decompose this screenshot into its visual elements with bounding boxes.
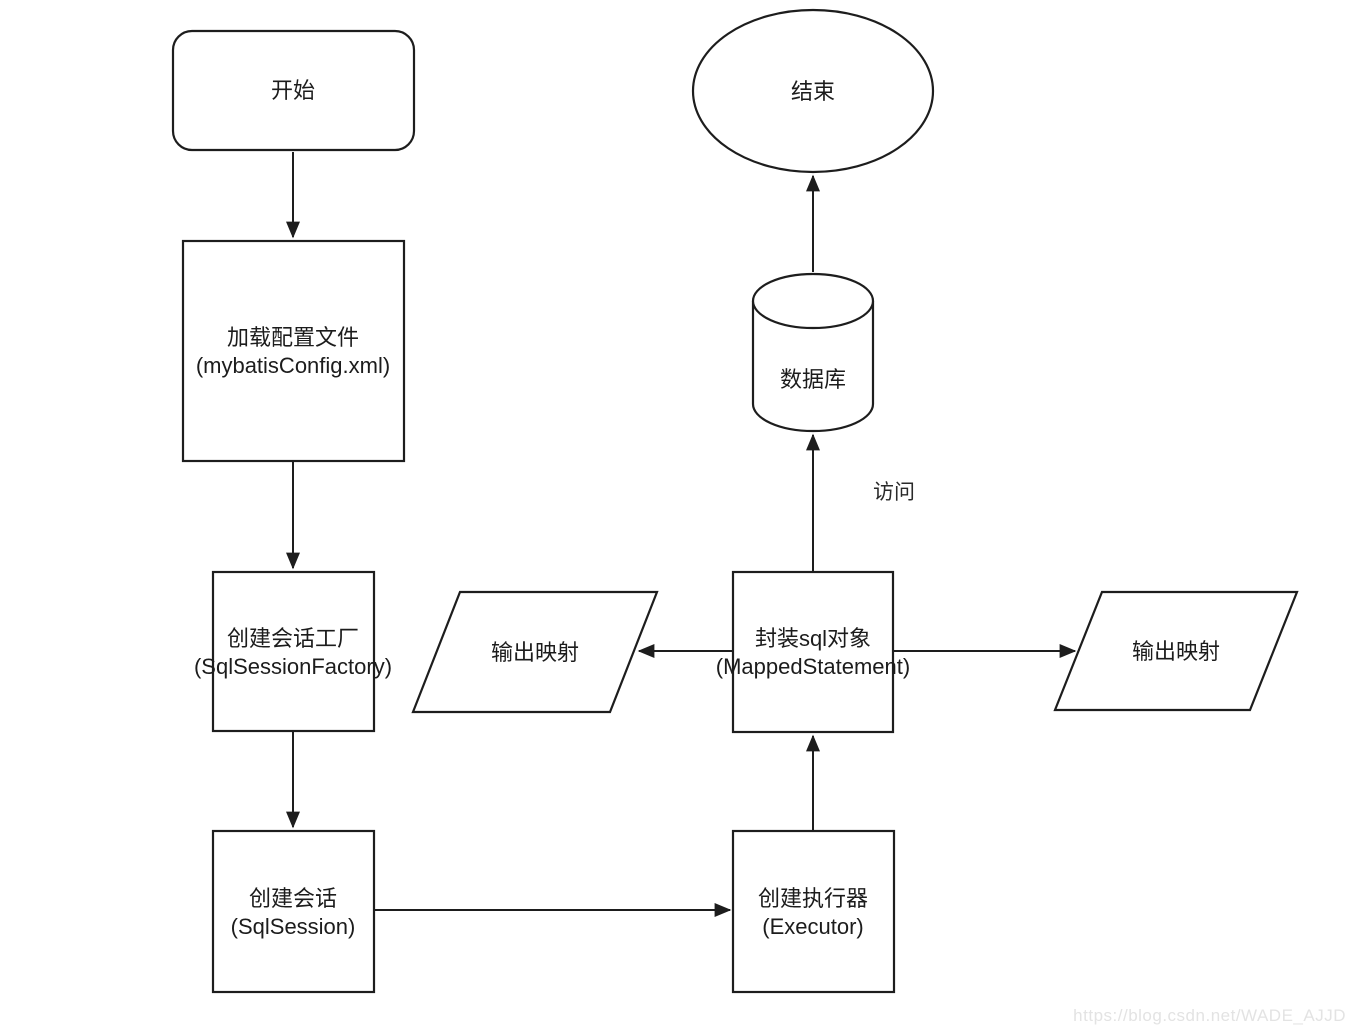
node-output-mapping-right	[1053, 590, 1299, 712]
database-cylinder-top	[751, 272, 875, 330]
node-output-mapping-left	[411, 590, 659, 714]
node-create-session-factory-label-line1: 创建会话工厂	[227, 626, 359, 651]
node-create-session-factory	[211, 570, 376, 733]
database-cylinder-body	[751, 301, 875, 433]
csdn-watermark: https://blog.csdn.net/WADE_AJJD	[1073, 1006, 1346, 1025]
node-start	[171, 29, 416, 152]
node-create-executor-label-line1: 创建执行器	[758, 886, 868, 911]
node-load-config-label-line1: 加载配置文件	[227, 325, 359, 350]
node-database: 数据库	[751, 272, 875, 433]
node-output-mapping-right-label: 输出映射	[1132, 639, 1220, 664]
node-create-session-factory-label-line2: (SqlSessionFactory)	[194, 654, 392, 679]
node-wrap-sql-object-label-line2: (MappedStatement)	[716, 654, 910, 679]
node-start-label: 开始	[271, 78, 315, 103]
node-load-config	[181, 239, 406, 463]
node-end-label: 结束	[791, 79, 835, 104]
node-wrap-sql-object-label-line1: 封装sql对象	[755, 626, 871, 651]
node-create-executor-label-line2: (Executor)	[762, 914, 863, 939]
node-create-executor	[731, 829, 896, 994]
node-wrap-sql-object	[731, 570, 895, 734]
node-output-mapping-left-label: 输出映射	[491, 640, 579, 665]
edge-label-access: 访问	[873, 481, 915, 504]
node-database-label: 数据库	[780, 367, 846, 392]
node-load-config-label-line2: (mybatisConfig.xml)	[196, 353, 390, 378]
node-create-session	[211, 829, 376, 994]
node-end	[691, 8, 935, 174]
node-create-session-label-line2: (SqlSession)	[231, 914, 356, 939]
node-create-session-label-line1: 创建会话	[249, 886, 337, 911]
